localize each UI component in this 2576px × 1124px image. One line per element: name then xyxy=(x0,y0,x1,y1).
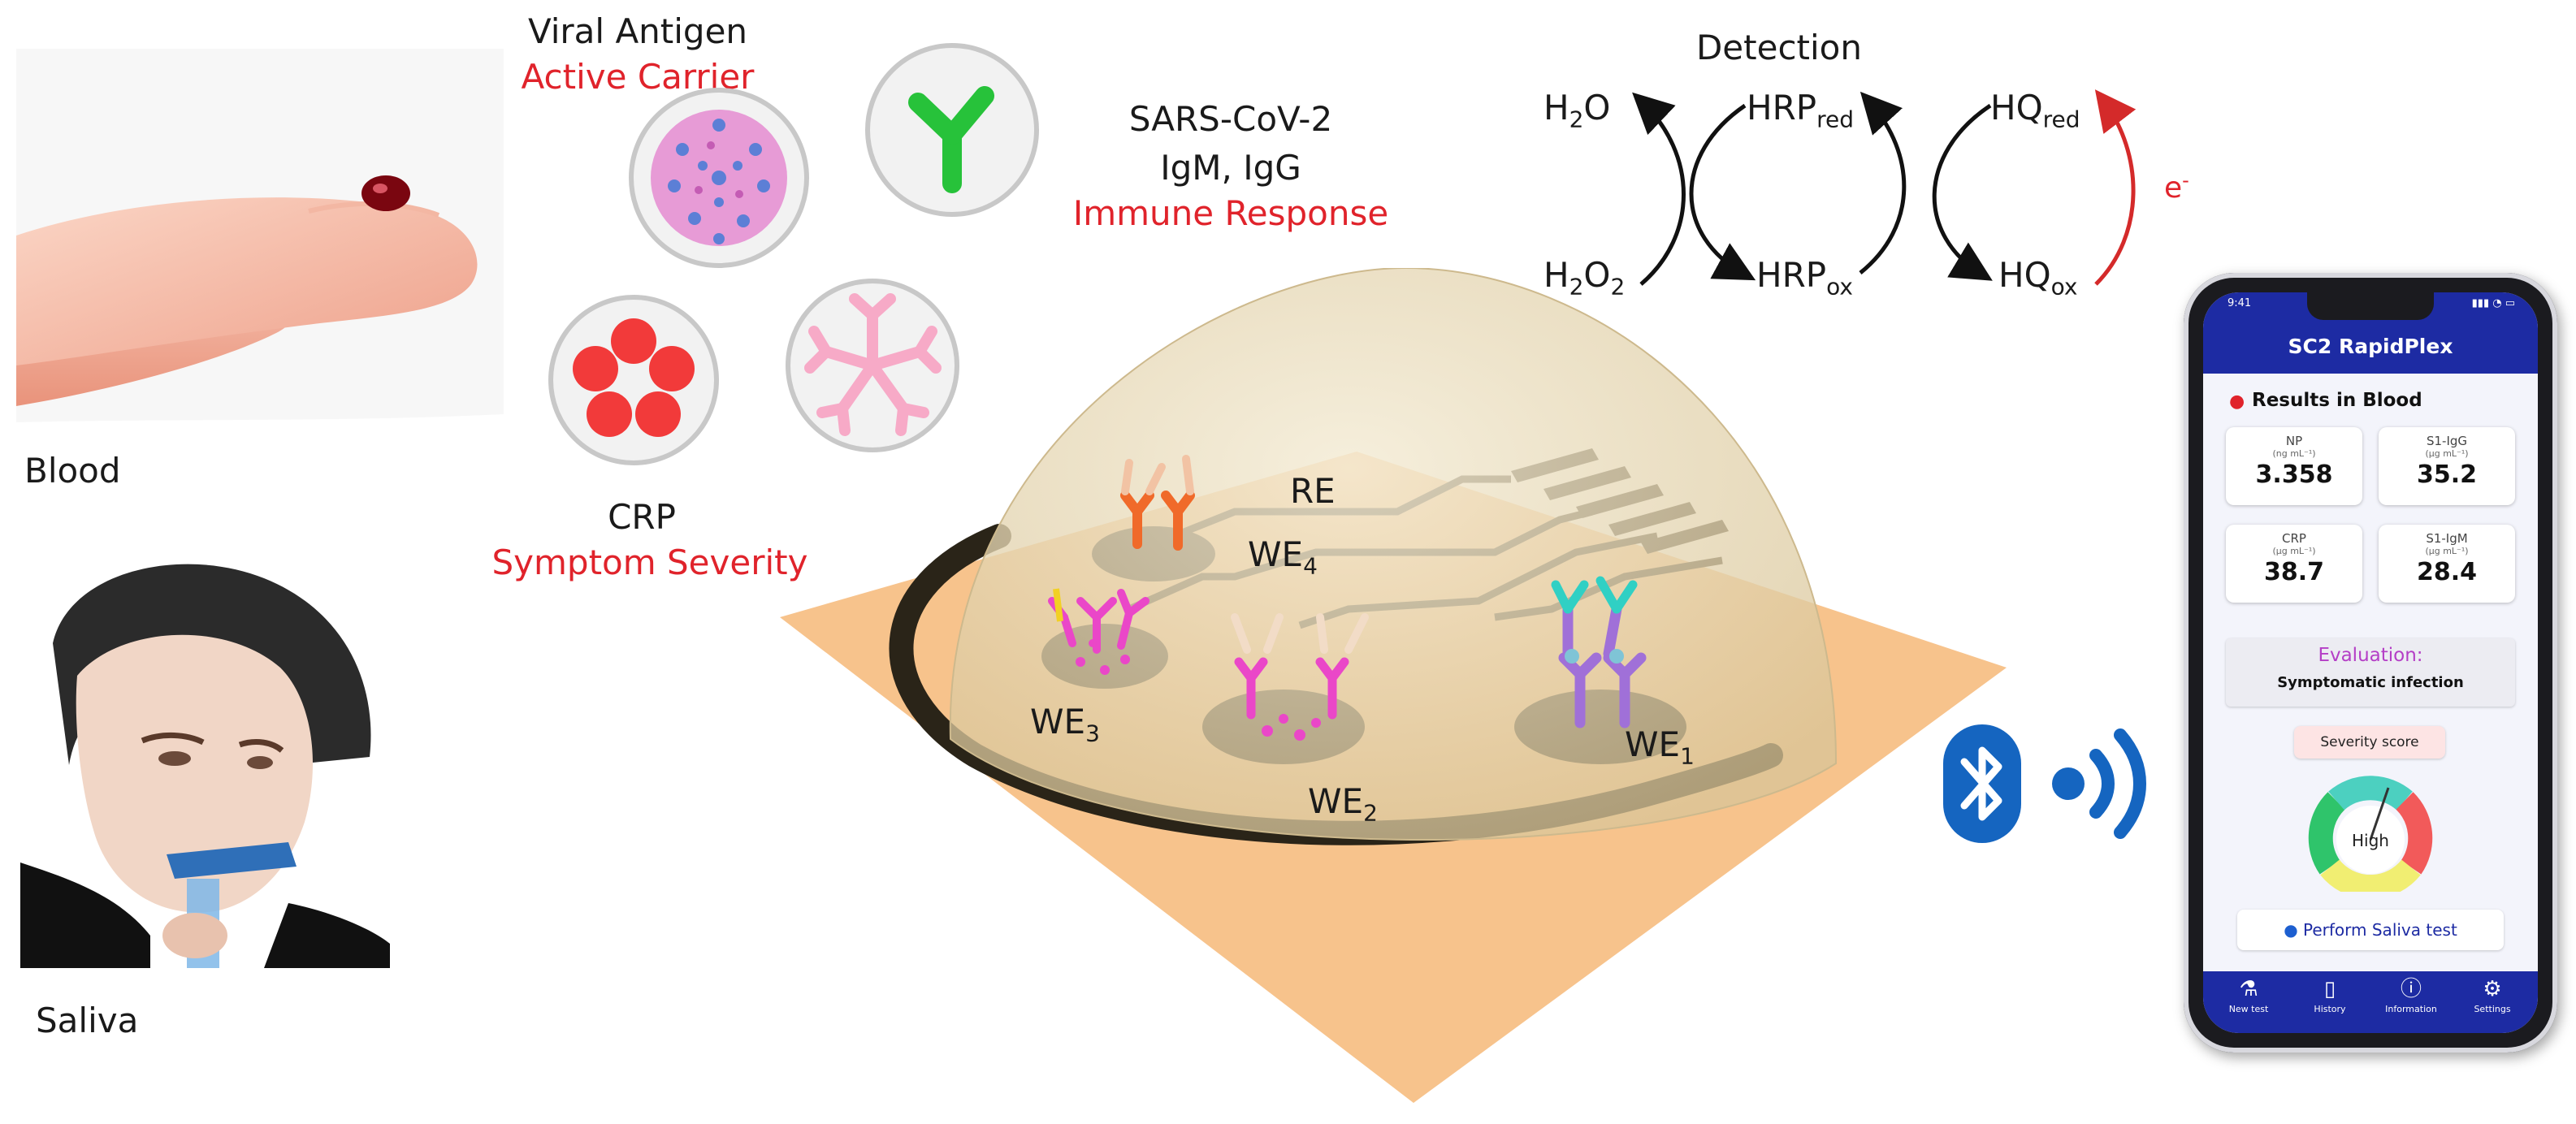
arrow-hrpred-to-hrpox xyxy=(1689,103,1756,281)
tab-history[interactable]: ▯ History xyxy=(2291,975,2369,1014)
crp-bubble xyxy=(548,295,719,465)
wireless-signal-icon xyxy=(2052,728,2146,839)
tab-settings[interactable]: ⚙ Settings xyxy=(2453,975,2531,1014)
arrow-hrpox-to-hrpred xyxy=(1859,91,1907,275)
hrp-red-label: HRPred xyxy=(1747,88,1854,133)
result-tile-crp[interactable]: CRP (μg mL⁻¹) 38.7 xyxy=(2226,525,2362,603)
hq-ox-label: HQox xyxy=(1998,255,2078,300)
saliva-photo xyxy=(20,554,390,968)
we2-label: WE2 xyxy=(1308,781,1378,827)
h2o2-label: H2O2 xyxy=(1543,255,1626,300)
result-tile-s1-igm[interactable]: S1-IgM (μg mL⁻¹) 28.4 xyxy=(2379,525,2515,603)
virus-bubble xyxy=(629,88,809,268)
we3-label: WE3 xyxy=(1030,702,1100,747)
we4-label: WE4 xyxy=(1248,534,1318,580)
evaluation-title: Evaluation: xyxy=(2318,645,2423,666)
status-time: 9:41 xyxy=(2227,297,2252,309)
arrow-h2o2-to-h2o xyxy=(1632,92,1686,286)
antibody-pink-bubble xyxy=(786,279,959,452)
re-label: RE xyxy=(1290,471,1336,511)
hq-red-label: HQred xyxy=(1990,88,2080,133)
tab-bar: ⚗ New test ▯ History ⓘ Information ⚙ Set… xyxy=(2203,971,2538,1033)
results-title: Results in Blood xyxy=(2252,390,2422,411)
severity-score-button[interactable]: Severity score xyxy=(2294,726,2445,759)
crp-label: CRP xyxy=(608,497,676,537)
phone-screen: 9:41 ▮▮▮ ◔ ▭ SC2 RapidPlex ● Results in … xyxy=(2203,292,2538,1033)
saliva-label: Saliva xyxy=(36,1001,139,1040)
hrp-ox-label: HRPox xyxy=(1756,255,1853,300)
antibody-green-bubble xyxy=(865,43,1039,217)
sensor-illustration xyxy=(780,268,2007,1103)
bluetooth-icon xyxy=(1943,724,2021,843)
app-title: SC2 RapidPlex xyxy=(2288,335,2453,358)
water-drop-icon: ● xyxy=(2284,920,2298,940)
evaluation-panel: Evaluation: Symptomatic infection xyxy=(2226,638,2515,707)
smartphone: 9:41 ▮▮▮ ◔ ▭ SC2 RapidPlex ● Results in … xyxy=(2184,273,2557,1053)
result-tile-np[interactable]: NP (ng mL⁻¹) 3.358 xyxy=(2226,427,2362,505)
blood-photo xyxy=(16,49,504,430)
we1-label: WE1 xyxy=(1625,724,1695,770)
detection-label: Detection xyxy=(1695,28,1863,67)
symptom-severity-label: Symptom Severity xyxy=(491,543,808,582)
result-tile-s1-igg[interactable]: S1-IgG (μg mL⁻¹) 35.2 xyxy=(2379,427,2515,505)
gear-icon: ⚙ xyxy=(2483,977,2502,1001)
arrow-electron xyxy=(2094,89,2137,286)
blood-label: Blood xyxy=(24,451,121,491)
arrow-hqred-to-hqox xyxy=(1932,103,1993,281)
info-icon: ⓘ xyxy=(2400,977,2422,1001)
perform-saliva-test-button[interactable]: ● Perform Saliva test xyxy=(2237,910,2504,950)
book-icon: ▯ xyxy=(2323,977,2336,1001)
immune-response-label: Immune Response xyxy=(1072,193,1389,233)
gauge-label: High xyxy=(2352,831,2389,850)
electron-label: e- xyxy=(2164,169,2189,205)
reaction-arrows xyxy=(1632,89,2137,286)
igm-igg-label: IgM, IgG xyxy=(1160,148,1301,188)
sars-cov-2-label: SARS-CoV-2 xyxy=(1128,99,1333,139)
blood-drop-icon: ● xyxy=(2229,391,2245,412)
evaluation-value: Symptomatic infection xyxy=(2277,674,2464,691)
tab-new-test[interactable]: ⚗ New test xyxy=(2210,975,2288,1014)
status-icons: ▮▮▮ ◔ ▭ xyxy=(2471,297,2515,309)
viral-antigen-label: Viral Antigen xyxy=(527,11,748,51)
h2o-label: H2O xyxy=(1543,88,1611,133)
tab-information[interactable]: ⓘ Information xyxy=(2372,975,2450,1014)
dome xyxy=(949,268,1838,841)
severity-gauge: High xyxy=(2308,776,2433,892)
flask-icon: ⚗ xyxy=(2239,977,2258,1001)
